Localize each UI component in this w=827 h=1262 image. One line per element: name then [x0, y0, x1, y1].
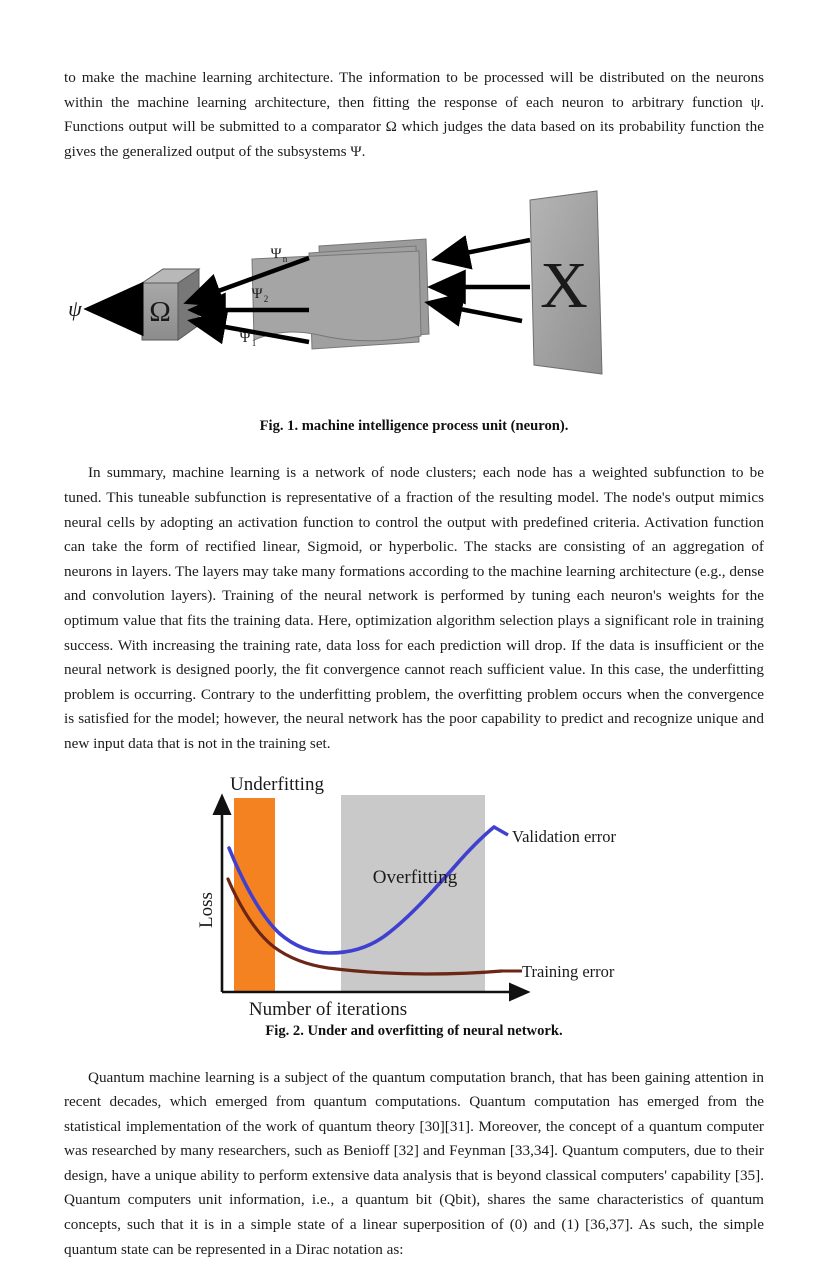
overfitting-annotation: Overfitting [373, 867, 458, 888]
spacer [64, 757, 764, 775]
spacer [64, 164, 764, 190]
input-label: X [540, 249, 588, 322]
underfitting-band [234, 798, 275, 992]
output-label: ψ [68, 296, 82, 321]
paragraph-summary: In summary, machine learning is a networ… [64, 461, 764, 756]
spacer [64, 435, 764, 461]
validation-legend-connector [494, 827, 508, 835]
subfunction-label-n: Ψ n [270, 246, 287, 264]
psi-n-subscript: n [283, 254, 288, 264]
validation-error-legend: Validation error [512, 827, 617, 846]
input-arrows [429, 240, 530, 321]
figure-1-caption: Fig. 1. machine intelligence process uni… [64, 418, 764, 435]
document-page: to make the machine learning architectur… [0, 0, 827, 1169]
figure-1-graphic: X Ω [64, 190, 764, 400]
figure-2-caption: Fig. 2. Under and overfitting of neural … [64, 1023, 764, 1040]
comparator-cube: Ω [142, 269, 199, 340]
psi-2-subscript: 2 [264, 294, 269, 304]
underfitting-annotation: Underfitting [230, 775, 324, 795]
training-error-legend: Training error [522, 962, 615, 981]
psi-1-symbol: Ψ [239, 330, 251, 346]
page-content: to make the machine learning architectur… [64, 66, 764, 1262]
psi-2-symbol: Ψ [251, 286, 263, 302]
x-axis-label: Number of iterations [249, 999, 407, 1020]
paragraph-intro: to make the machine learning architectur… [64, 66, 764, 164]
comparator-label: Ω [149, 296, 171, 328]
figure-2: Number of iterations Loss Underfitting O… [64, 775, 764, 1023]
y-axis-label: Loss [196, 892, 217, 928]
figure-2-chart: Number of iterations Loss Underfitting O… [64, 775, 764, 1023]
psi-n-symbol: Ψ [270, 246, 282, 262]
input-panel: X [530, 191, 602, 374]
overfitting-band [341, 795, 485, 992]
spacer [64, 400, 764, 418]
spacer [64, 1040, 764, 1066]
figure-1: X Ω [64, 190, 764, 400]
psi-1-subscript: 1 [252, 338, 257, 348]
paragraph-quantum: Quantum machine learning is a subject of… [64, 1066, 764, 1262]
